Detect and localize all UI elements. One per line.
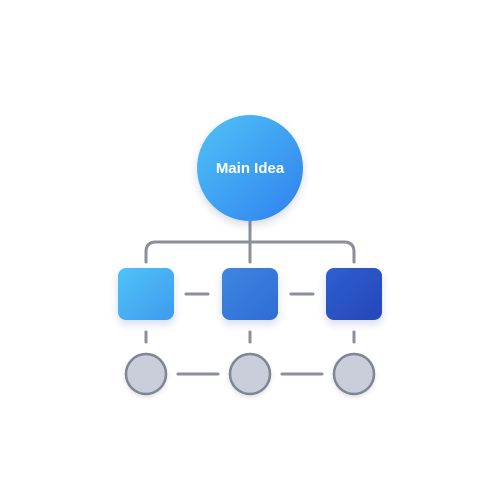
level1-node-1[interactable] (118, 268, 174, 320)
level2-leaves (124, 352, 376, 396)
level1-node-2[interactable] (222, 268, 278, 320)
root-node-label: Main Idea (216, 160, 285, 177)
level1-node-3[interactable] (326, 268, 382, 320)
level2-leaf-3[interactable] (332, 352, 376, 396)
root-connectors (144, 218, 356, 264)
root-node[interactable]: Main Idea (197, 115, 303, 221)
root-node-circle (197, 115, 303, 221)
level1-nodes (118, 268, 382, 320)
level2-leaf-1[interactable] (124, 352, 168, 396)
vertical-connectors (144, 330, 356, 344)
level2-leaf-2[interactable] (228, 352, 272, 396)
